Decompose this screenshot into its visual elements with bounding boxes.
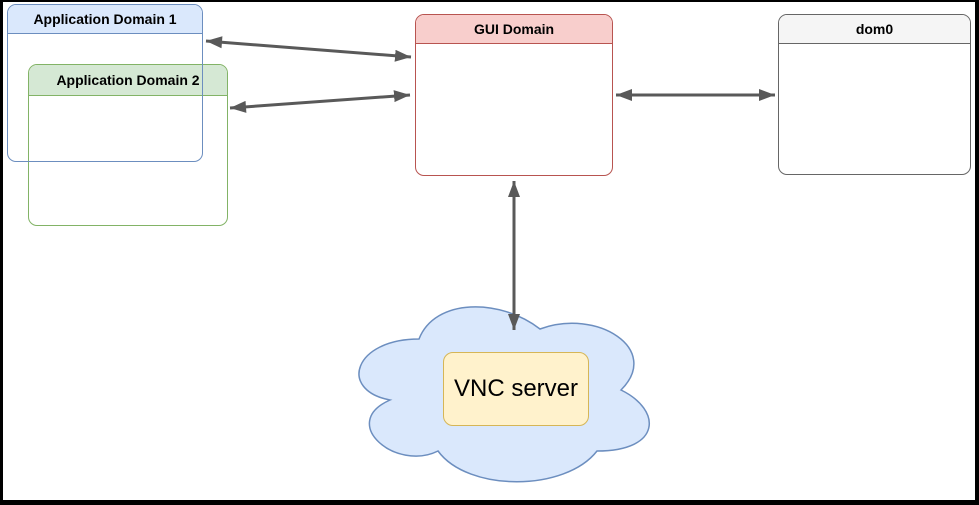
node-application-domain-1-title: Application Domain 1 <box>8 5 202 34</box>
node-application-domain-1: Application Domain 1 <box>7 4 203 162</box>
node-vnc-server-label: VNC server <box>453 375 579 402</box>
node-dom0: dom0 <box>778 14 971 175</box>
arrow-app1-gui <box>205 36 412 62</box>
node-gui-domain-title: GUI Domain <box>416 15 612 44</box>
node-dom0-title: dom0 <box>779 15 970 44</box>
node-application-domain-2-title: Application Domain 2 <box>29 65 227 96</box>
node-application-domain-2: Application Domain 2 <box>28 64 228 226</box>
node-gui-domain: GUI Domain <box>415 14 613 176</box>
node-vnc-server: VNC server <box>443 352 589 426</box>
arrow-app2-gui <box>229 90 411 113</box>
